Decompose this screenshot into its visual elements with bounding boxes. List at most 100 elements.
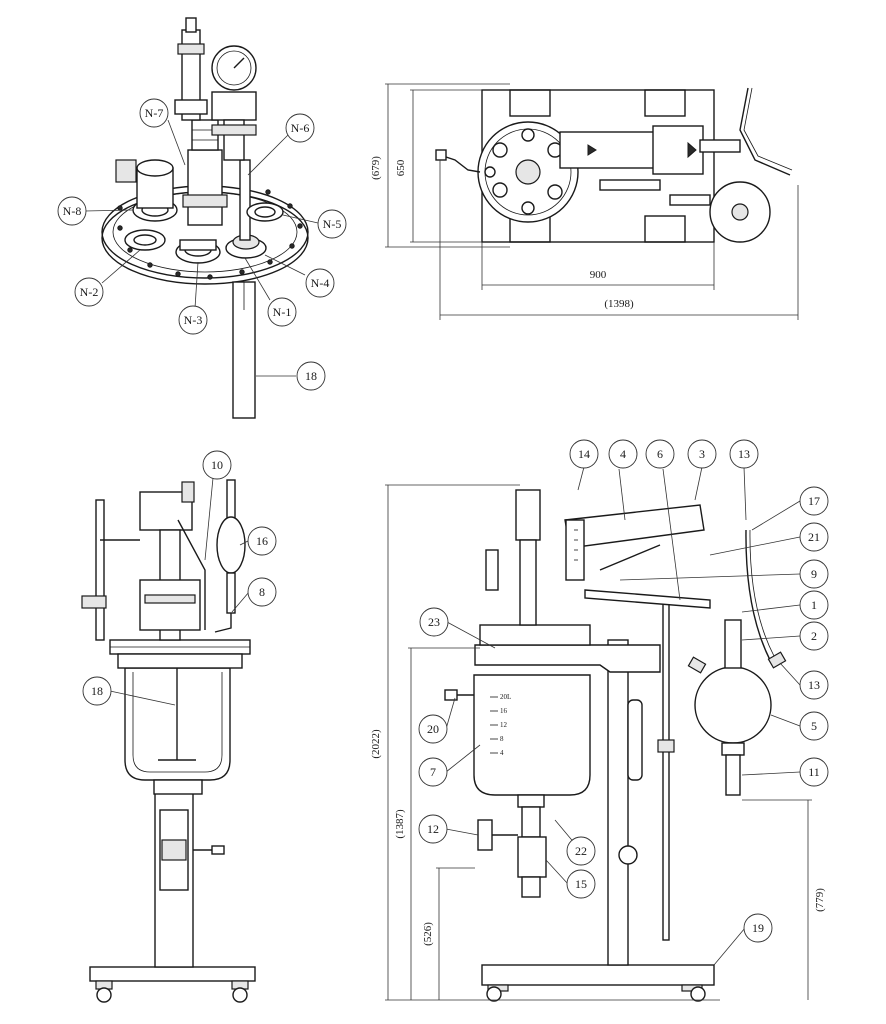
lid-port-n2 <box>124 229 166 251</box>
dim-650: 650 <box>395 159 407 176</box>
callout-11: 11 <box>799 757 829 787</box>
svg-text:19: 19 <box>752 921 764 935</box>
front-vessel <box>473 674 591 796</box>
callout-13-top: 13 <box>729 439 759 469</box>
svg-text:N-4: N-4 <box>311 276 330 290</box>
svg-text:N-6: N-6 <box>291 121 310 135</box>
callout-n8: N-8 <box>57 196 87 226</box>
callout-16: 16 <box>247 526 277 556</box>
callout-10: 10 <box>202 450 232 480</box>
front-elevation: 20L 16 12 8 4 <box>370 439 829 1002</box>
callout-n4: N-4 <box>305 268 335 298</box>
front-bridge <box>474 644 661 673</box>
lid-port-n4 <box>225 159 267 259</box>
lid-bolt-holes <box>117 189 303 280</box>
callout-12: 12 <box>418 814 448 844</box>
callout-7: 7 <box>418 757 448 787</box>
plan-lid-ports <box>484 128 563 215</box>
svg-text:16: 16 <box>256 534 268 548</box>
svg-text:18: 18 <box>91 684 103 698</box>
plan-condenser <box>559 131 661 169</box>
lid-isometric-view: N-7 N-6 N-8 N-5 N-2 N-4 N-3 N-1 18 <box>57 17 347 419</box>
callout-20: 20 <box>418 714 448 744</box>
lid-port-n3 <box>175 239 221 264</box>
svg-text:N-7: N-7 <box>145 106 164 120</box>
agitator-mount <box>182 119 228 226</box>
callout-2: 2 <box>799 621 829 651</box>
pressure-gauge-column <box>211 45 257 161</box>
plan-tubing <box>739 87 791 176</box>
svg-text:5: 5 <box>811 719 817 733</box>
svg-text:20L: 20L <box>500 693 511 701</box>
callout-23: 23 <box>419 607 449 637</box>
callout-22: 22 <box>566 836 596 866</box>
side-dropping-funnel <box>214 479 246 633</box>
dim-1398: (1398) <box>604 298 634 310</box>
svg-text:N-1: N-1 <box>273 305 292 319</box>
callout-n2: N-2 <box>74 277 104 307</box>
dim-1387: (1387) <box>394 809 406 839</box>
svg-text:14: 14 <box>578 447 590 461</box>
svg-text:13: 13 <box>808 678 820 692</box>
callout-21: 21 <box>799 522 829 552</box>
callout-3: 3 <box>687 439 717 469</box>
svg-text:N-8: N-8 <box>63 204 82 218</box>
svg-text:4: 4 <box>620 447 626 461</box>
callout-n5: N-5 <box>317 209 347 239</box>
callout-18-side: 18 <box>82 676 112 706</box>
callout-4: 4 <box>608 439 638 469</box>
callout-n1: N-1 <box>267 297 297 327</box>
vessel-scale: 20L 16 12 8 4 <box>490 693 511 757</box>
svg-text:1: 1 <box>811 598 817 612</box>
callout-n7: N-7 <box>139 98 169 128</box>
front-receiver-flask <box>694 666 772 744</box>
svg-text:13: 13 <box>738 447 750 461</box>
svg-text:23: 23 <box>428 615 440 629</box>
callout-18-top: 18 <box>296 361 326 391</box>
svg-text:11: 11 <box>808 765 820 779</box>
dim-900: 900 <box>590 269 607 281</box>
svg-text:20: 20 <box>427 722 439 736</box>
svg-text:N-2: N-2 <box>80 285 99 299</box>
dim-2022: (2022) <box>370 729 382 759</box>
callout-13-bottom: 13 <box>799 670 829 700</box>
callout-15: 15 <box>566 869 596 899</box>
svg-text:4: 4 <box>500 749 504 757</box>
dim-679: (679) <box>370 156 382 180</box>
front-column <box>607 639 629 966</box>
svg-text:8: 8 <box>500 735 504 743</box>
svg-text:21: 21 <box>808 530 820 544</box>
lid-leaders <box>84 119 319 377</box>
svg-text:2: 2 <box>811 629 817 643</box>
svg-text:7: 7 <box>430 765 436 779</box>
dim-779: (779) <box>814 888 826 912</box>
svg-text:8: 8 <box>259 585 265 599</box>
callout-1: 1 <box>799 590 829 620</box>
callout-8: 8 <box>247 577 277 607</box>
svg-text:12: 12 <box>500 721 508 729</box>
svg-text:22: 22 <box>575 844 587 858</box>
svg-text:N-3: N-3 <box>184 313 203 327</box>
callout-n6: N-6 <box>285 113 315 143</box>
dim-526: (526) <box>422 922 434 946</box>
svg-text:N-5: N-5 <box>323 217 342 231</box>
plan-dims <box>385 83 799 320</box>
svg-text:9: 9 <box>811 567 817 581</box>
svg-text:3: 3 <box>699 447 705 461</box>
front-condenser <box>564 504 705 581</box>
plan-view: (679) 650 900 (1398) <box>370 83 799 320</box>
svg-text:15: 15 <box>575 877 587 891</box>
callout-17: 17 <box>799 486 829 516</box>
callout-9: 9 <box>799 559 829 589</box>
callout-5: 5 <box>799 711 829 741</box>
svg-text:17: 17 <box>808 494 820 508</box>
lid-port-n8 <box>115 159 178 222</box>
side-view: 10 16 8 18 <box>81 450 277 1003</box>
callout-19: 19 <box>743 913 773 943</box>
relief-valve <box>174 17 208 121</box>
svg-text:6: 6 <box>657 447 663 461</box>
front-leaders <box>445 466 801 966</box>
front-casters <box>486 984 706 1002</box>
lid-port-n5 <box>246 202 284 222</box>
